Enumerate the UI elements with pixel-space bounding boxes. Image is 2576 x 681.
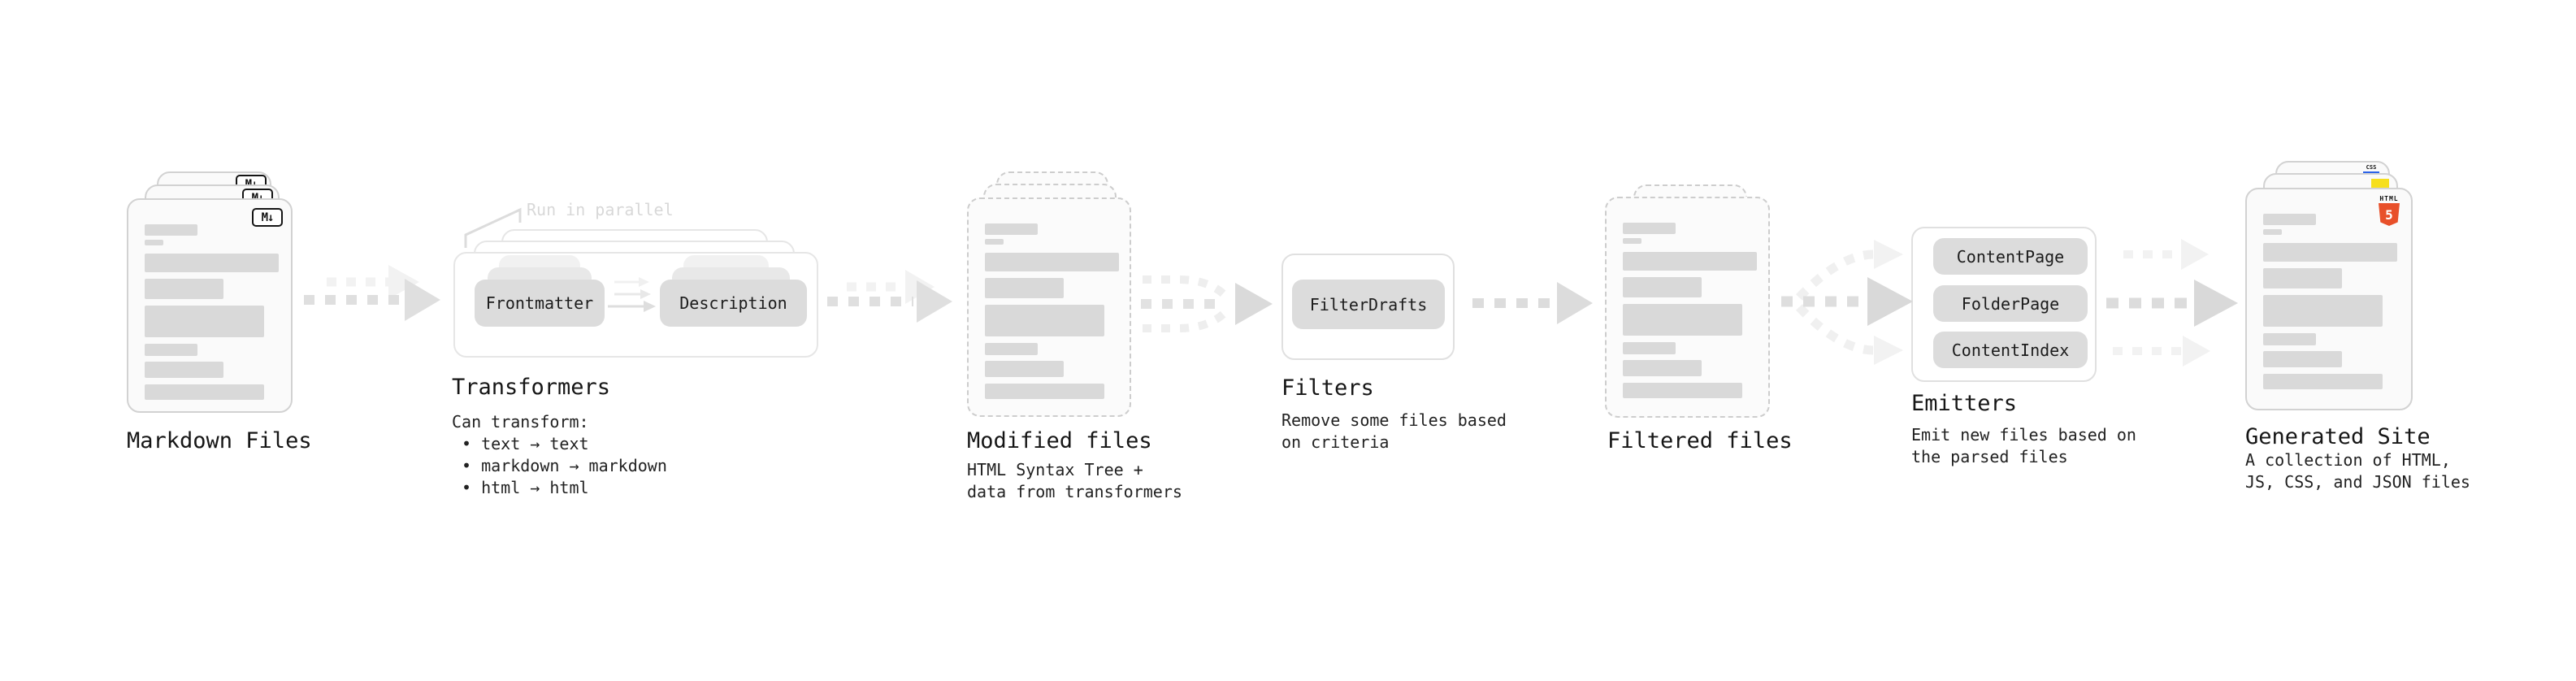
contentindex-pill-label: ContentIndex xyxy=(1951,340,2070,360)
doc-placeholder-line xyxy=(1623,342,1676,354)
doc-placeholder-line xyxy=(1623,252,1757,271)
doc-placeholder-line xyxy=(2263,295,2383,327)
doc-placeholder-line xyxy=(2263,229,2282,235)
transformers-bullet: • html → html xyxy=(462,478,589,497)
doc-placeholder-line xyxy=(985,239,1004,245)
frontmatter-pill: Frontmatter xyxy=(475,280,605,327)
doc-placeholder-line xyxy=(2263,351,2342,367)
doc-placeholder-line xyxy=(985,305,1104,336)
doc-placeholder-line xyxy=(985,343,1038,355)
generated-site-desc: JS, CSS, and JSON files xyxy=(2245,472,2470,492)
doc-placeholder-line xyxy=(2263,268,2342,288)
arrow-emitters-to-generated xyxy=(2106,239,2238,367)
filterdrafts-pill-label: FilterDrafts xyxy=(1309,294,1428,314)
stage-label-filtered-files: Filtered files xyxy=(1607,428,1793,453)
markdown-file-card-front: M↓ xyxy=(127,198,293,413)
modified-file-card-front xyxy=(967,197,1131,417)
contentindex-pill: ContentIndex xyxy=(1933,332,2088,368)
generated-site-desc: A collection of HTML, xyxy=(2245,450,2451,470)
doc-placeholder-line xyxy=(1623,277,1702,297)
doc-placeholder-line xyxy=(985,253,1119,271)
doc-placeholder-line xyxy=(985,278,1064,298)
stage-label-generated-site: Generated Site xyxy=(2245,424,2431,449)
doc-placeholder-line xyxy=(1623,223,1676,234)
arrow-modified-to-filters-merge xyxy=(1141,275,1273,332)
doc-placeholder-line xyxy=(145,306,264,337)
doc-placeholder-line xyxy=(2263,243,2397,262)
css-badge-label: CSS xyxy=(2366,164,2377,171)
html5-badge-icon: HTML 5 xyxy=(2377,195,2401,226)
folderpage-pill-label: FolderPage xyxy=(1961,293,2060,314)
transformers-bullet: • markdown → markdown xyxy=(462,456,667,475)
emitters-desc: Emit new files based on xyxy=(1911,425,2136,445)
doc-placeholder-line xyxy=(145,362,223,378)
doc-placeholder-line xyxy=(985,384,1104,399)
stage-label-markdown-files: Markdown Files xyxy=(127,428,312,453)
emitters-desc: the parsed files xyxy=(1911,447,2068,466)
doc-placeholder-lines xyxy=(2263,214,2397,389)
doc-placeholder-line xyxy=(1623,304,1742,336)
modified-files-desc: HTML Syntax Tree + xyxy=(967,460,1143,479)
stage-label-filters: Filters xyxy=(1281,375,1374,401)
html5-badge-word: HTML xyxy=(2379,195,2399,202)
arrow-transformers-to-modified xyxy=(827,270,952,323)
modified-files-desc: data from transformers xyxy=(967,482,1182,501)
contentpage-pill-label: ContentPage xyxy=(1956,246,2065,267)
transformers-desc-title: Can transform: xyxy=(452,412,589,432)
doc-placeholder-line xyxy=(145,344,197,356)
run-in-parallel-annotation: Run in parallel xyxy=(527,200,674,219)
html5-shield: 5 xyxy=(2379,203,2400,226)
description-pill-label: Description xyxy=(679,293,787,313)
doc-placeholder-line xyxy=(1623,383,1742,398)
frontmatter-pill-label: Frontmatter xyxy=(485,293,594,313)
doc-placeholder-line xyxy=(985,361,1064,377)
doc-placeholder-line xyxy=(1623,238,1641,244)
filterdrafts-pill: FilterDrafts xyxy=(1292,280,1445,329)
markdown-badge-icon: M↓ xyxy=(252,208,283,227)
doc-placeholder-line xyxy=(2263,333,2316,345)
stage-label-modified-files: Modified files xyxy=(967,428,1152,453)
stage-label-emitters: Emitters xyxy=(1911,391,2018,416)
doc-placeholder-line xyxy=(985,223,1038,235)
filters-desc: on criteria xyxy=(1281,432,1390,452)
doc-placeholder-line xyxy=(145,279,223,299)
doc-placeholder-line xyxy=(145,240,163,245)
doc-placeholder-lines xyxy=(985,223,1119,399)
stage-label-transformers: Transformers xyxy=(452,375,611,400)
doc-placeholder-line xyxy=(145,224,197,236)
filtered-file-card-front xyxy=(1605,197,1770,418)
folderpage-pill: FolderPage xyxy=(1933,285,2088,322)
doc-placeholder-line xyxy=(145,254,279,272)
doc-placeholder-line xyxy=(1623,360,1702,376)
generated-html-file-card: HTML 5 xyxy=(2245,188,2413,410)
filters-desc: Remove some files based xyxy=(1281,410,1507,430)
doc-placeholder-lines xyxy=(145,224,279,400)
arrow-filters-to-filtered xyxy=(1472,282,1593,324)
doc-placeholder-line xyxy=(2263,374,2383,389)
markdown-badge-label: M↓ xyxy=(261,210,275,224)
js-badge-icon xyxy=(2371,179,2389,189)
doc-placeholder-lines xyxy=(1623,223,1757,398)
description-pill: Description xyxy=(660,280,807,327)
arrow-markdown-to-transformers xyxy=(304,265,440,321)
html5-shield-number: 5 xyxy=(2385,206,2393,223)
doc-placeholder-line xyxy=(2263,214,2316,225)
arrow-filtered-to-emitters-split xyxy=(1781,240,1913,365)
contentpage-pill: ContentPage xyxy=(1933,238,2088,275)
doc-placeholder-line xyxy=(145,384,264,400)
transformers-bullet: • text → text xyxy=(462,434,589,453)
